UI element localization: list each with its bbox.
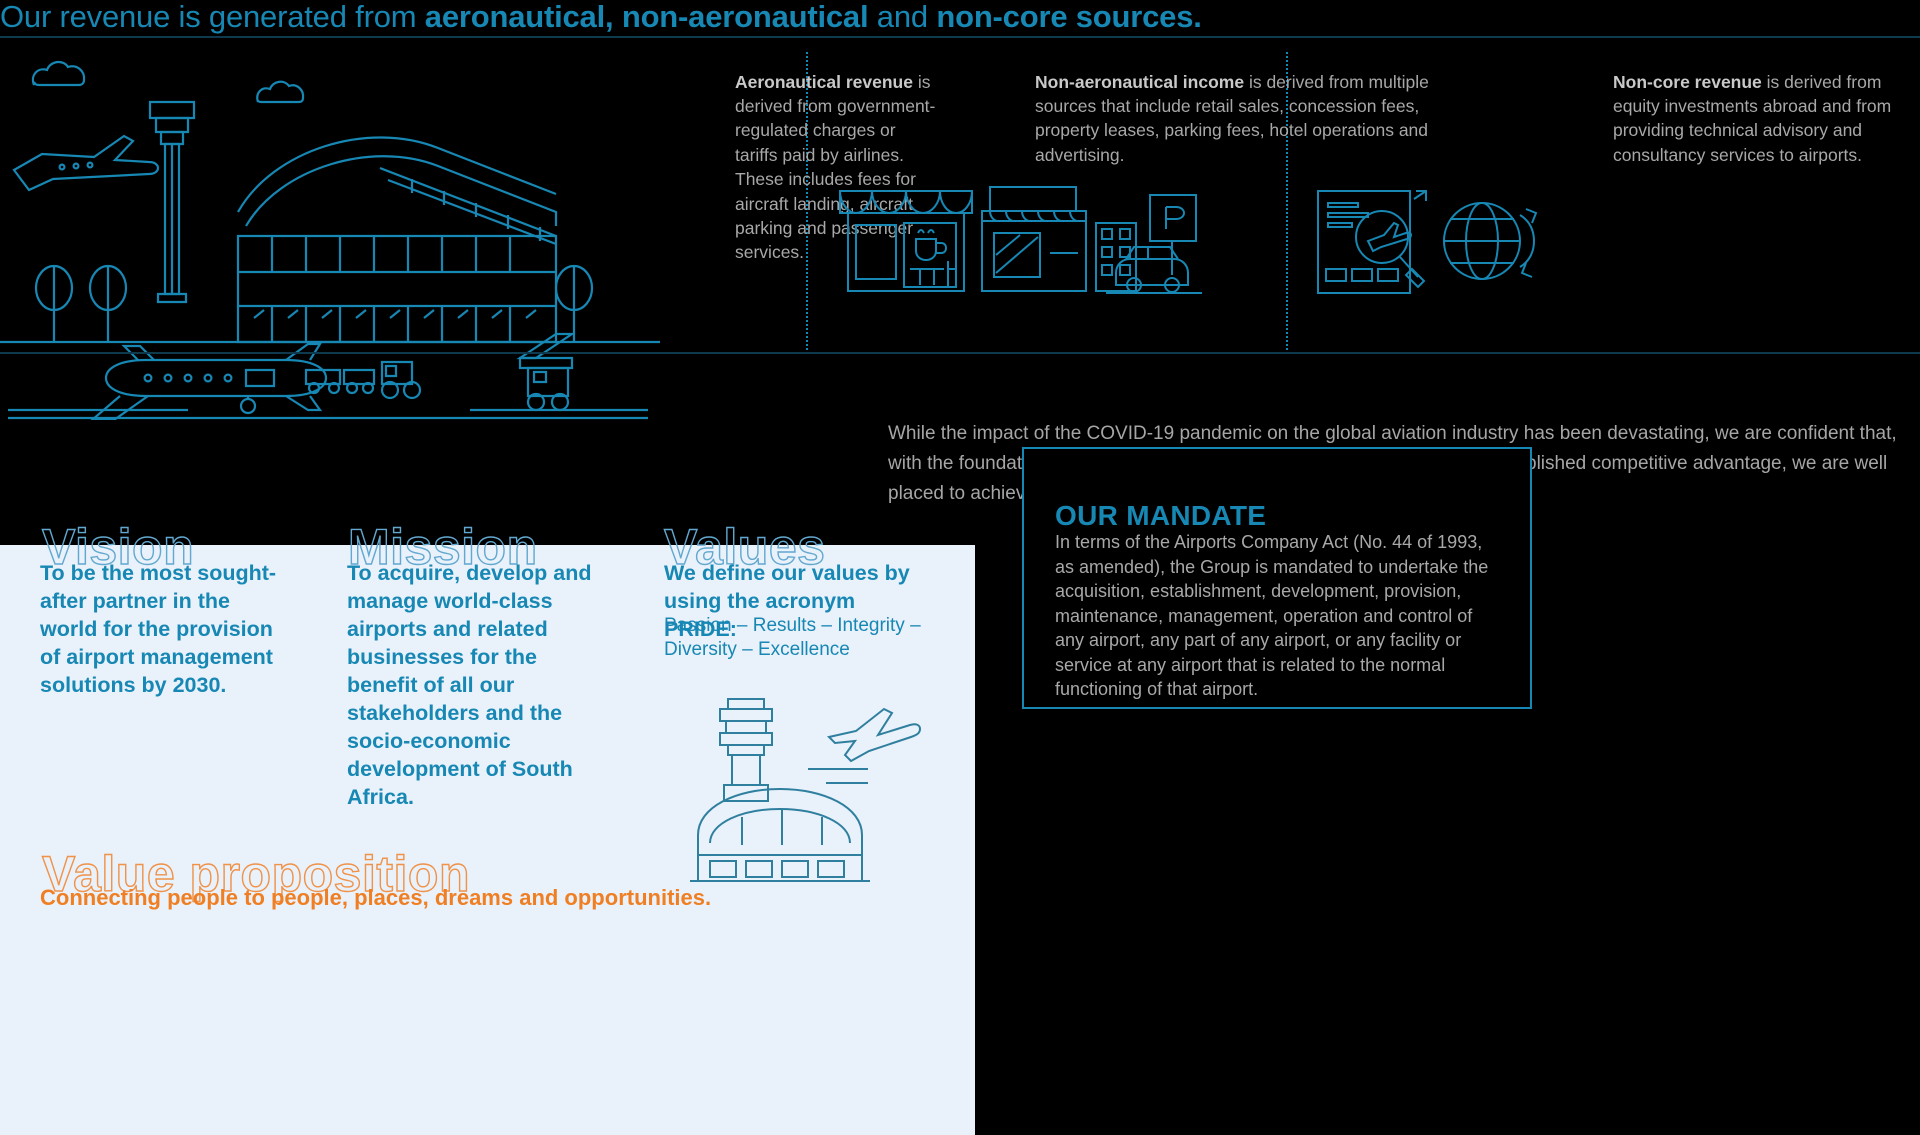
section-divider bbox=[0, 352, 1920, 354]
non-core-lead: Non-core revenue bbox=[1613, 71, 1762, 92]
vision-body: To be the most sought-after partner in t… bbox=[40, 560, 277, 697]
headline-bold1: aeronautical, non-aeronautical bbox=[424, 0, 869, 34]
revenue-sources-section: Our revenue is generated from aeronautic… bbox=[0, 0, 1920, 545]
value-proposition-heading: Value proposition bbox=[41, 845, 470, 902]
technical-advisory-globe-illustration bbox=[1317, 190, 1538, 294]
mission-body: To acquire, develop and manage world-cla… bbox=[347, 560, 592, 809]
our-mandate-title: OUR MANDATE bbox=[1055, 500, 1267, 532]
non-aeronautical-lead: Non-aeronautical income bbox=[1035, 71, 1245, 92]
value-proposition-body: Connecting people to people, places, dre… bbox=[40, 885, 712, 910]
non-aeronautical-body: is derived from multiple sources that in… bbox=[1035, 71, 1429, 165]
mission-heading: Mission bbox=[347, 518, 538, 575]
column-divider-1 bbox=[806, 52, 808, 354]
non-core-revenue-text: Non-core revenue is derived from equity … bbox=[1613, 70, 1913, 168]
aeronautical-revenue-text: Aeronautical revenue is derived from gov… bbox=[735, 70, 940, 265]
our-mandate-body: In terms of the Airports Company Act (No… bbox=[1055, 532, 1489, 699]
non-core-body: is derived from equity investments abroa… bbox=[1613, 71, 1892, 165]
aeronautical-body: is derived from government-regulated cha… bbox=[735, 71, 936, 263]
headline-part2: and bbox=[868, 0, 937, 34]
values-pride-acronym: Passion – Results – Integrity – Diversit… bbox=[664, 615, 921, 660]
values-heading: Values bbox=[663, 518, 826, 575]
headline-bold2: non-core sources. bbox=[936, 0, 1202, 34]
values-body: We define our values by using the acrony… bbox=[664, 560, 910, 641]
column-divider-2 bbox=[1286, 52, 1288, 354]
our-mandate-box bbox=[1022, 447, 1532, 709]
headline-part1: Our revenue is generated from bbox=[0, 0, 425, 34]
page-title: Our revenue is generated from aeronautic… bbox=[0, 0, 1900, 38]
airport-terminal-illustration bbox=[0, 60, 660, 420]
non-aeronautical-income-text: Non-aeronautical income is derived from … bbox=[1035, 70, 1440, 168]
vision-heading: Vision bbox=[41, 518, 195, 575]
header-divider bbox=[0, 36, 1920, 38]
aeronautical-lead: Aeronautical revenue bbox=[735, 71, 913, 92]
